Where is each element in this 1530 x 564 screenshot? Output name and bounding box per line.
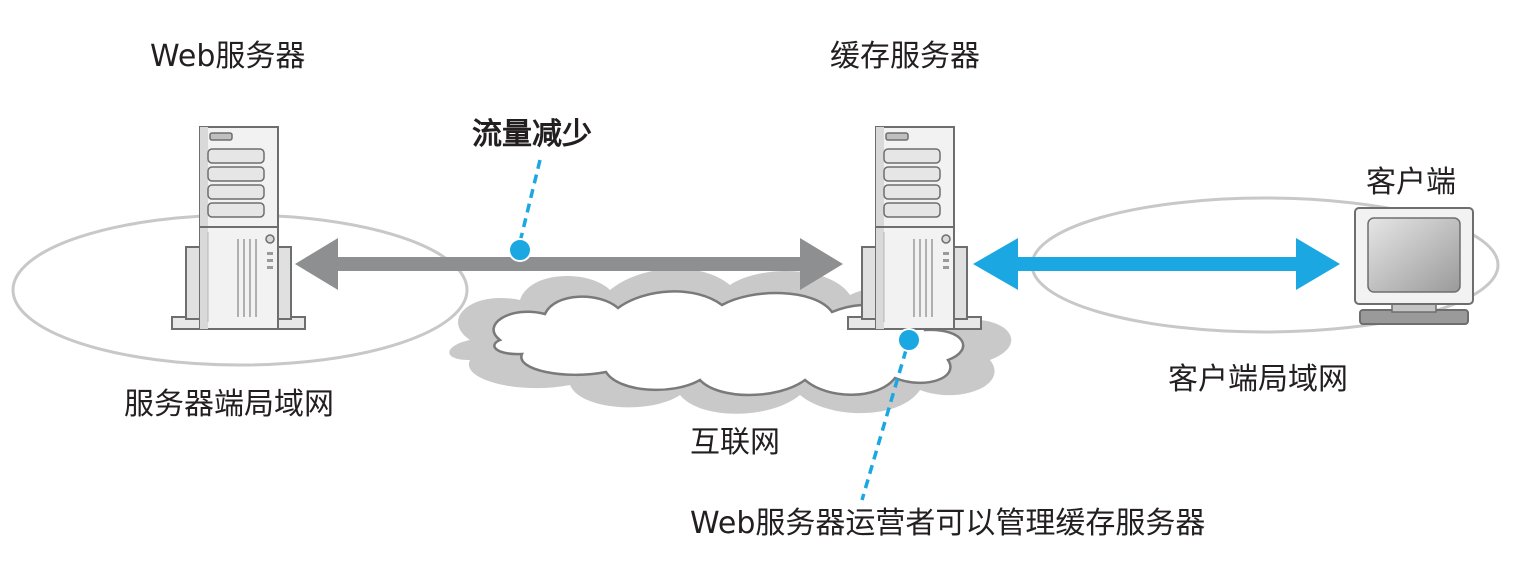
operator-callout-dot bbox=[897, 328, 921, 352]
cache-server-label: 缓存服务器 bbox=[830, 39, 980, 74]
client-monitor-icon bbox=[1354, 207, 1474, 325]
traffic-reduced-label: 流量减少 bbox=[472, 117, 592, 152]
web-server-label: Web服务器 bbox=[150, 39, 305, 74]
internet-label: 互联网 bbox=[690, 425, 780, 460]
web-server-icon bbox=[171, 126, 306, 330]
operator-note-label: Web服务器运营者可以管理缓存服务器 bbox=[690, 506, 1205, 541]
traffic-callout-dot bbox=[508, 238, 532, 262]
client-lan-label: 客户端局域网 bbox=[1168, 362, 1348, 397]
server-lan-label: 服务器端局域网 bbox=[124, 387, 334, 422]
cache-server-icon bbox=[847, 126, 982, 330]
gray-double-arrow bbox=[295, 238, 843, 290]
client-label: 客户端 bbox=[1366, 165, 1456, 200]
blue-double-arrow bbox=[973, 238, 1340, 290]
operator-callout-line bbox=[860, 349, 908, 501]
traffic-callout-line bbox=[518, 159, 542, 243]
